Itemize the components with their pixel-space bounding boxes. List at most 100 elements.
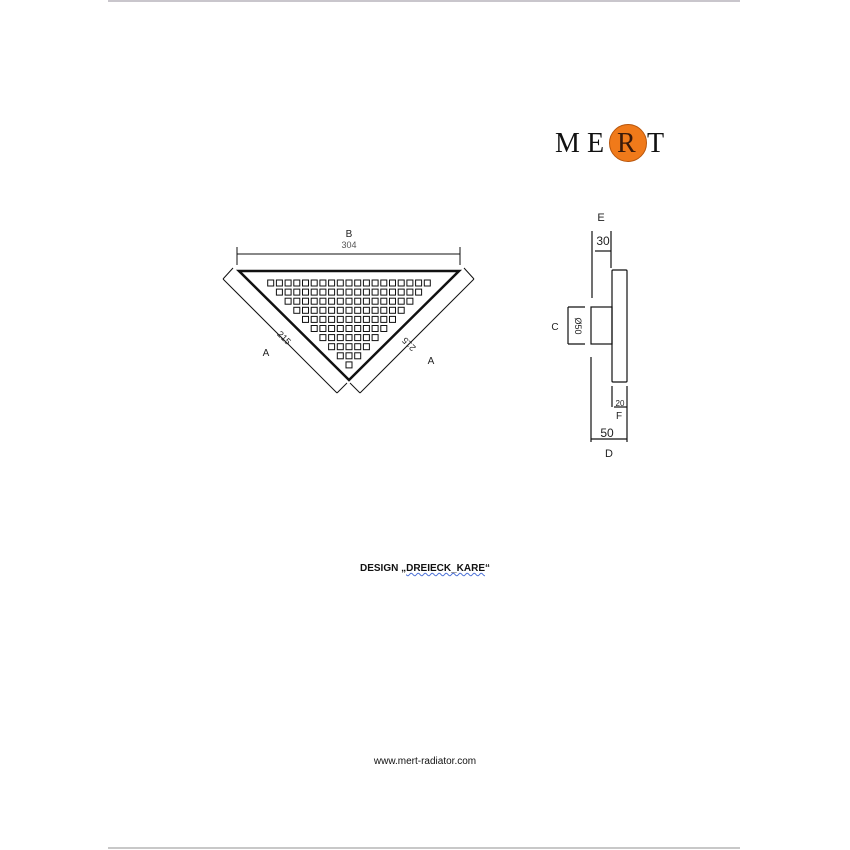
grid-square xyxy=(406,297,414,305)
grid-square xyxy=(328,297,336,305)
dim-304: 304 xyxy=(341,240,356,250)
label-e: E xyxy=(597,212,604,224)
dimension-b xyxy=(236,247,461,265)
logo-letter-r: R xyxy=(617,128,636,159)
grid-square xyxy=(328,343,336,351)
square-pattern xyxy=(267,279,431,369)
design-title: DESIGN „DREIECK_KARE“ xyxy=(0,563,850,574)
grid-square xyxy=(345,297,353,305)
grid-square xyxy=(362,297,370,305)
grid-square xyxy=(319,297,327,305)
grid-square xyxy=(415,288,423,296)
grid-square xyxy=(336,334,344,342)
grid-square xyxy=(310,325,318,332)
grid-square xyxy=(336,343,344,351)
grid-square xyxy=(389,279,396,287)
grid-square xyxy=(328,288,336,296)
grid-square xyxy=(389,315,396,323)
grid-square xyxy=(336,352,344,360)
page-bottom-border xyxy=(108,847,740,849)
grid-square xyxy=(319,279,327,287)
grid-square xyxy=(345,352,353,360)
grid-square xyxy=(362,315,370,323)
grid-square xyxy=(310,288,318,296)
logo-letter-e: E xyxy=(587,128,605,159)
title-name: DREIECK_KARE xyxy=(406,563,486,574)
grid-square xyxy=(397,306,405,314)
dim-30: 30 xyxy=(596,234,610,248)
grid-square xyxy=(328,315,336,323)
grid-square xyxy=(371,297,379,305)
grid-square xyxy=(389,306,396,314)
grid-square xyxy=(397,288,405,296)
side-view xyxy=(567,231,628,442)
triangle-outline xyxy=(235,269,463,382)
label-a-left: A xyxy=(263,348,270,359)
grid-square xyxy=(354,352,362,360)
grid-square xyxy=(336,297,344,305)
dim-20: 20 xyxy=(616,399,625,408)
grid-square xyxy=(362,306,370,314)
dimension-a-right xyxy=(349,267,475,394)
grid-square xyxy=(328,306,336,314)
grid-square xyxy=(336,306,344,314)
grid-square xyxy=(371,315,379,323)
grid-square xyxy=(310,297,318,305)
grid-square xyxy=(319,315,327,323)
title-suffix: “ xyxy=(485,563,491,574)
grid-square xyxy=(354,288,362,296)
grid-square xyxy=(293,297,301,305)
grid-square xyxy=(336,315,344,323)
grid-square xyxy=(310,279,318,287)
logo-letter-t: T xyxy=(647,128,665,159)
grid-square xyxy=(380,279,388,287)
grid-square xyxy=(302,306,309,314)
grid-square xyxy=(354,334,362,342)
grid-square xyxy=(319,306,327,314)
grid-square xyxy=(319,325,327,332)
grid-square xyxy=(345,315,353,323)
grid-square xyxy=(345,279,353,287)
grid-square xyxy=(345,288,353,296)
grid-square xyxy=(275,288,283,296)
grid-square xyxy=(345,325,353,332)
grid-square xyxy=(328,325,336,332)
label-c: C xyxy=(551,322,558,333)
grid-square xyxy=(284,288,292,296)
grid-square xyxy=(380,306,388,314)
grid-square xyxy=(302,279,309,287)
grid-square xyxy=(293,279,301,287)
grid-square xyxy=(293,288,301,296)
dim-215-left: 215 xyxy=(275,329,293,347)
grid-square xyxy=(362,279,370,287)
grid-square xyxy=(406,279,414,287)
grid-square xyxy=(371,334,379,342)
dimension-a-left xyxy=(222,267,348,394)
grid-square xyxy=(362,288,370,296)
label-d: D xyxy=(605,448,613,460)
logo-letter-m: M xyxy=(555,128,580,159)
grid-square xyxy=(310,306,318,314)
grid-square xyxy=(354,297,362,305)
grid-square xyxy=(406,288,414,296)
grid-square xyxy=(336,288,344,296)
grid-square xyxy=(302,288,309,296)
grid-square xyxy=(354,343,362,351)
grid-square xyxy=(319,334,327,342)
dim-d50: Ø50 xyxy=(573,317,583,334)
grid-square xyxy=(328,334,336,342)
grid-square xyxy=(284,297,292,305)
grid-square xyxy=(397,297,405,305)
grid-square xyxy=(397,279,405,287)
grid-square xyxy=(302,297,309,305)
grid-square xyxy=(275,279,283,287)
label-a-right: A xyxy=(428,356,435,367)
logo-orange-circle xyxy=(609,124,647,162)
grid-square xyxy=(354,315,362,323)
grid-square xyxy=(389,297,396,305)
website-url: www.mert-radiator.com xyxy=(373,756,477,767)
grid-square xyxy=(362,343,370,351)
grid-square xyxy=(319,288,327,296)
grid-square xyxy=(380,297,388,305)
